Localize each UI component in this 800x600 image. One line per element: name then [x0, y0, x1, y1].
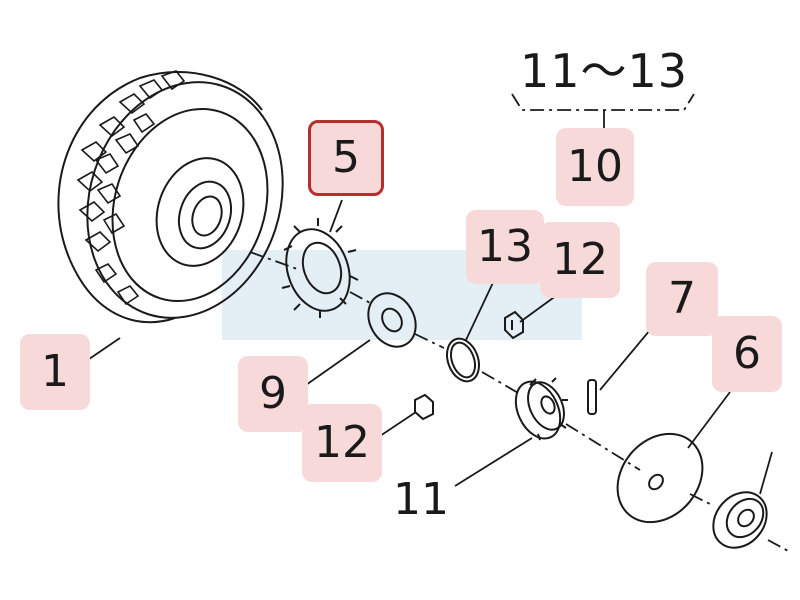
- callout-part-10[interactable]: 10: [556, 128, 634, 206]
- spring-clip-drawing-lower[interactable]: [414, 393, 434, 421]
- callout-part-11[interactable]: 11: [393, 474, 449, 525]
- callout-part-9[interactable]: 9: [238, 356, 308, 432]
- callout-part-13[interactable]: 13: [466, 210, 544, 284]
- wheel-drawing[interactable]: [57, 57, 313, 344]
- group-range-label: 11～13: [519, 44, 689, 98]
- spring-clip-drawing-upper[interactable]: [504, 310, 524, 340]
- washer-drawing[interactable]: [359, 285, 425, 355]
- cover-disc-drawing[interactable]: [600, 417, 720, 539]
- assembly-axis-line: [249, 251, 791, 553]
- drive-gear-drawing[interactable]: [275, 218, 360, 320]
- pin-drawing[interactable]: [587, 379, 597, 415]
- callout-part-1[interactable]: 1: [20, 334, 90, 410]
- callout-part-6[interactable]: 6: [712, 316, 782, 392]
- callout-part-7[interactable]: 7: [646, 262, 718, 336]
- o-ring-drawing[interactable]: [441, 334, 484, 386]
- callout-part-12-lower[interactable]: 12: [302, 404, 382, 482]
- callout-part-5-selected[interactable]: 5: [308, 120, 384, 196]
- callout-part-12-upper[interactable]: 12: [540, 222, 620, 298]
- hub-drawing[interactable]: [507, 374, 571, 445]
- bearing-drawing[interactable]: [702, 482, 777, 559]
